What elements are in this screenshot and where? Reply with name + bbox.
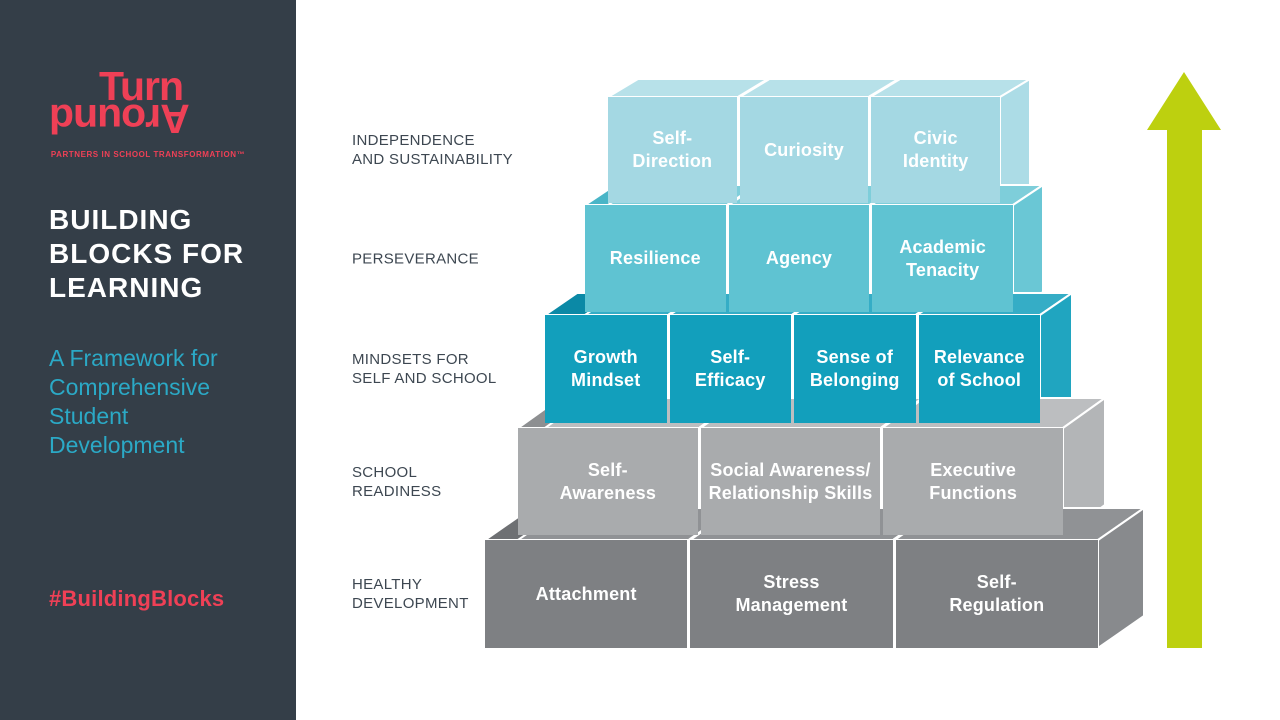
- tier-label-perseverance: PERSEVERANCE: [352, 250, 479, 268]
- block-self-regulation: Self- Regulation: [895, 540, 1098, 648]
- tier-label-school-readiness: SCHOOL READINESS: [352, 464, 442, 500]
- sidebar: Turn Around PARTNERS IN SCHOOL TRANSFORM…: [0, 0, 296, 720]
- block-agency: Agency: [728, 205, 870, 312]
- tier1-top-face: [604, 78, 1034, 98]
- hashtag: #BuildingBlocks: [49, 586, 225, 611]
- block-civic-identity: Civic Identity: [871, 97, 1001, 203]
- tier-row-healthy-development: Attachment Stress Management Self- Regul…: [485, 540, 1098, 648]
- block-growth-mindset: Growth Mindset: [545, 315, 667, 423]
- block-curiosity: Curiosity: [739, 97, 869, 203]
- tier1-top-divider: [868, 77, 901, 99]
- block-social-awareness-relationship-skills: Social Awareness/ Relationship Skills: [700, 428, 881, 535]
- tier-row-mindsets-for-self-and-school: Growth Mindset Self- Efficacy Sense of B…: [545, 315, 1040, 423]
- tier-label-independence-and-sustainability: INDEPENDENCE AND SUSTAINABILITY: [352, 132, 513, 168]
- up-arrow-icon: [1147, 72, 1221, 648]
- block-resilience: Resilience: [585, 205, 726, 312]
- block-self-direction: Self- Direction: [608, 97, 737, 203]
- logo-word-turn: Turn: [99, 63, 184, 109]
- block-stress-management: Stress Management: [690, 540, 893, 648]
- block-relevance-of-school: Relevance of School: [918, 315, 1040, 423]
- tier-label-healthy-development: HEALTHY DEVELOPMENT: [352, 576, 469, 612]
- block-sense-of-belonging: Sense of Belonging: [794, 315, 916, 423]
- logo-tagline: PARTNERS IN SCHOOL TRANSFORMATION™: [50, 150, 246, 159]
- block-self-efficacy: Self- Efficacy: [669, 315, 791, 423]
- slide-subtitle: A Framework for Comprehensive Student De…: [49, 345, 218, 458]
- slide-title: BUILDING BLOCKS FOR LEARNING: [49, 204, 245, 303]
- turnaround-logo: Turn Around: [0, 66, 296, 166]
- tier5-side-face: [1097, 506, 1145, 650]
- tier-row-perseverance: Resilience Agency Academic Tenacity: [585, 205, 1014, 312]
- block-executive-functions: Executive Functions: [883, 428, 1064, 535]
- tier1-top-divider: [737, 77, 770, 99]
- block-academic-tenacity: Academic Tenacity: [872, 205, 1014, 312]
- block-self-awareness: Self- Awareness: [518, 428, 698, 535]
- tier-row-school-readiness: Self- Awareness Social Awareness/ Relati…: [518, 428, 1064, 535]
- block-attachment: Attachment: [485, 540, 688, 648]
- tier-label-mindsets-for-self-and-school: MINDSETS FOR SELF AND SCHOOL: [352, 351, 497, 387]
- tier-row-independence-and-sustainability: Self- Direction Curiosity Civic Identity: [608, 97, 1001, 203]
